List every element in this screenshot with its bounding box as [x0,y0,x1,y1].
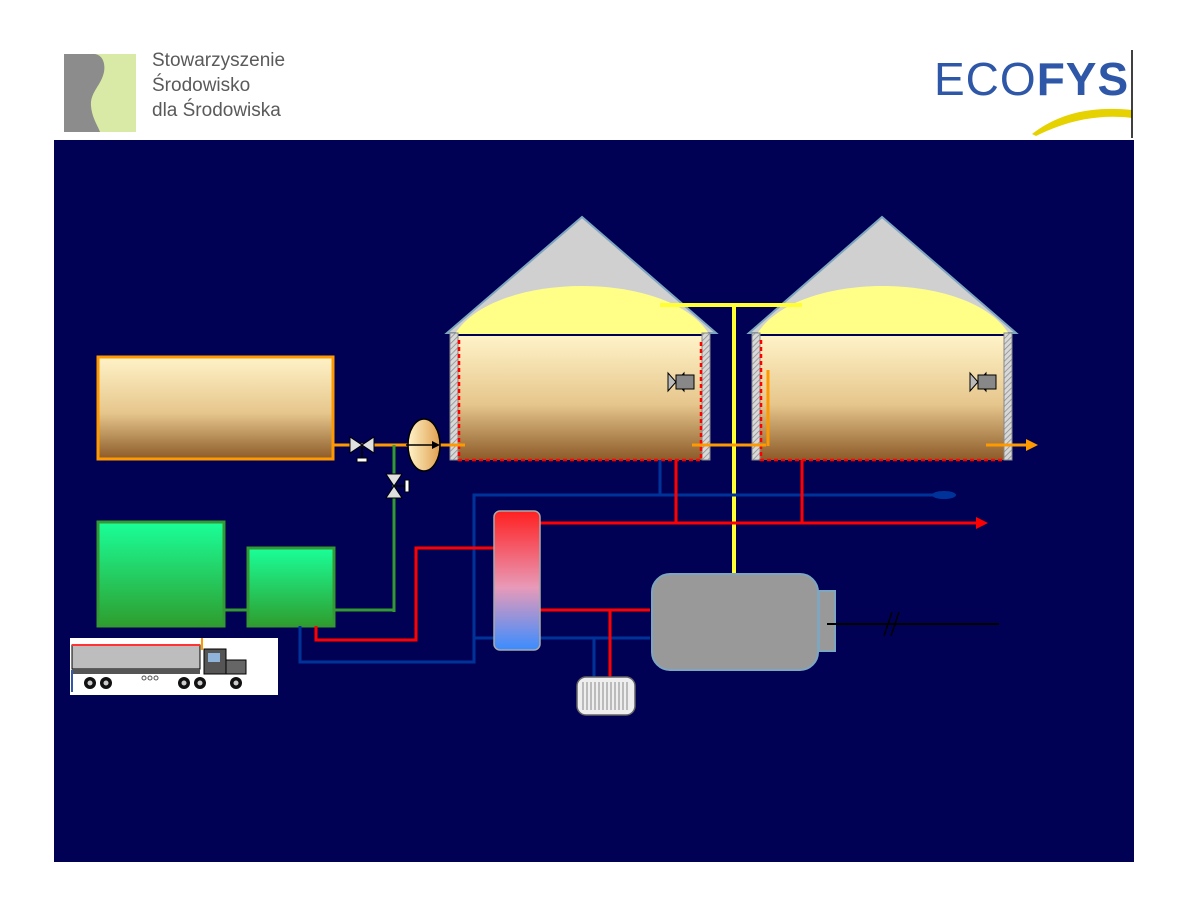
manure-pit [96,520,226,628]
post-digester-gas-dome [757,286,1009,334]
feed-pump [406,418,441,472]
ecofys-wordmark: ECOFYS [934,52,1129,106]
heat-export-arrow-icon [976,517,988,529]
association-logo: Stowarzyszenie Środowisko dla Środowiska [60,48,310,134]
power-line-symbol-icon [883,611,893,637]
chp-engine-body [651,573,819,671]
association-name-line-3: dla Środowiska [152,100,281,121]
delivery-truck [70,638,278,695]
main-digester-heating-coil [457,340,703,462]
ecofys-wordmark-prefix: ECO [934,53,1037,105]
transfer-valve-icon [385,473,410,499]
post-digester-wall-right [1003,332,1013,461]
post-digester-wall-left [751,332,761,461]
main-digester-stirrer-icon [667,371,695,393]
main-digester-wall-left [449,332,459,461]
substrate-tank [96,355,335,461]
main-digester-wall-right [701,332,711,461]
truck-trailer [71,644,201,670]
pre-pit [246,546,336,628]
substrate-feed-line [333,370,1038,451]
post-digester-heating-coil [759,340,1003,462]
chp-engine [651,573,836,671]
main-digester-substrate [458,336,702,460]
ecofys-wordmark-suffix: FYS [1036,53,1130,105]
biogas-plant-diagram [70,215,1038,716]
diagram-panel [54,140,1134,862]
post-digester [746,215,1019,462]
post-digester-stirrer-icon [969,371,997,393]
main-digester-gas-dome [455,286,709,334]
association-name-line-2: Środowisko [152,75,251,96]
association-emblem-icon [64,54,136,132]
digestate-outlet-arrow-icon [1026,439,1038,451]
post-digester-substrate [760,336,1004,460]
ecofys-swoosh-icon [1032,50,1133,138]
electricity-output-line [827,611,999,637]
generator [818,590,836,652]
radiator-cooler [576,676,636,716]
cold-water-line [298,460,956,680]
heat-storage-tank [493,510,541,651]
association-name-line-1: Stowarzyszenie [152,50,286,71]
association-name: Stowarzyszenie Środowisko dla Środowiska [152,48,285,123]
substrate-valve-icon [349,436,375,463]
ecofys-logo: ECOFYS [920,42,1135,142]
main-digester [444,215,719,462]
